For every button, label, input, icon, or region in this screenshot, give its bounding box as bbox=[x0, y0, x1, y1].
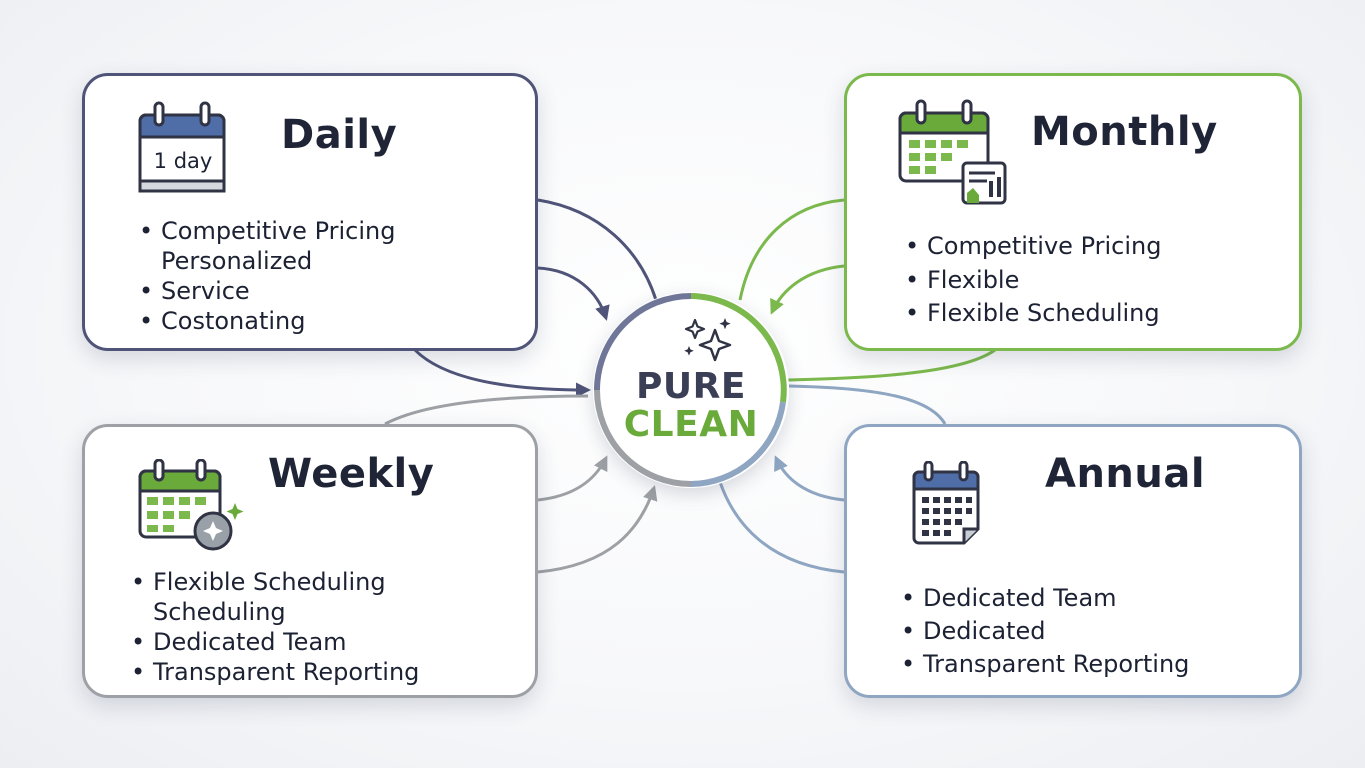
weekly-feature: Scheduling bbox=[153, 598, 286, 626]
connector-daily-1 bbox=[537, 198, 658, 301]
daily-features: Competitive PricingPersonalizedServiceCo… bbox=[137, 216, 395, 336]
connector-weekly-2 bbox=[537, 455, 608, 502]
brand-word-clean: CLEAN bbox=[623, 404, 759, 445]
daily-card: 1 day Daily Competitive PricingPersonali… bbox=[82, 73, 538, 351]
connector-daily-2 bbox=[537, 266, 610, 321]
weekly-feature: Flexible Scheduling bbox=[129, 567, 419, 597]
daily-title: Daily bbox=[281, 112, 398, 158]
connector-daily-3 bbox=[413, 348, 591, 398]
connector-annual-3 bbox=[718, 481, 845, 574]
weekly-title: Weekly bbox=[268, 451, 435, 497]
brand-word-pure: PURE bbox=[636, 366, 746, 407]
monthly-feature: Flexible Scheduling bbox=[903, 297, 1161, 331]
pure-clean-hub: PURE CLEAN bbox=[593, 292, 789, 488]
monthly-features: Competitive PricingFlexibleFlexible Sche… bbox=[903, 230, 1161, 331]
daily-feature: Costonating bbox=[137, 306, 395, 336]
annual-feature: Dedicated Team bbox=[899, 582, 1189, 615]
connector-monthly-3 bbox=[787, 348, 996, 382]
monthly-feature: Competitive Pricing bbox=[903, 230, 1161, 264]
connector-annual-1 bbox=[788, 384, 947, 425]
annual-title: Annual bbox=[1045, 451, 1206, 497]
daily-feature: Personalized bbox=[161, 247, 313, 275]
connector-monthly-2 bbox=[770, 264, 845, 315]
daily-feature: Service bbox=[137, 276, 395, 306]
annual-feature: Dedicated bbox=[899, 615, 1189, 648]
calendar-report-icon bbox=[898, 99, 1007, 205]
svg-text:1 day: 1 day bbox=[154, 149, 213, 173]
connector-weekly-3 bbox=[537, 485, 658, 574]
connector-weekly-1 bbox=[384, 394, 589, 426]
connector-monthly-1 bbox=[738, 198, 845, 301]
monthly-feature: Flexible bbox=[903, 264, 1161, 298]
daily-feature: Competitive Pricing bbox=[137, 216, 395, 246]
annual-feature: Transparent Reporting bbox=[899, 648, 1189, 681]
monthly-title: Monthly bbox=[1031, 109, 1218, 155]
sparkles-icon bbox=[684, 318, 732, 362]
calendar-grid-icon bbox=[912, 461, 980, 545]
monthly-card: Monthly Competitive PricingFlexibleFlexi… bbox=[844, 73, 1302, 351]
annual-card: Annual Dedicated TeamDedicatedTransparen… bbox=[844, 424, 1302, 698]
calendar-icon: 1 day bbox=[138, 101, 226, 193]
weekly-feature: Transparent Reporting bbox=[129, 657, 419, 687]
connector-annual-2 bbox=[774, 455, 845, 502]
weekly-feature: Dedicated Team bbox=[129, 627, 419, 657]
weekly-features: Flexible SchedulingSchedulingDedicated T… bbox=[129, 567, 419, 687]
calendar-sparkle-icon bbox=[138, 459, 244, 551]
weekly-card: Weekly Flexible SchedulingSchedulingDedi… bbox=[82, 424, 538, 698]
hub-ring bbox=[594, 293, 787, 487]
annual-features: Dedicated TeamDedicatedTransparent Repor… bbox=[899, 582, 1189, 681]
